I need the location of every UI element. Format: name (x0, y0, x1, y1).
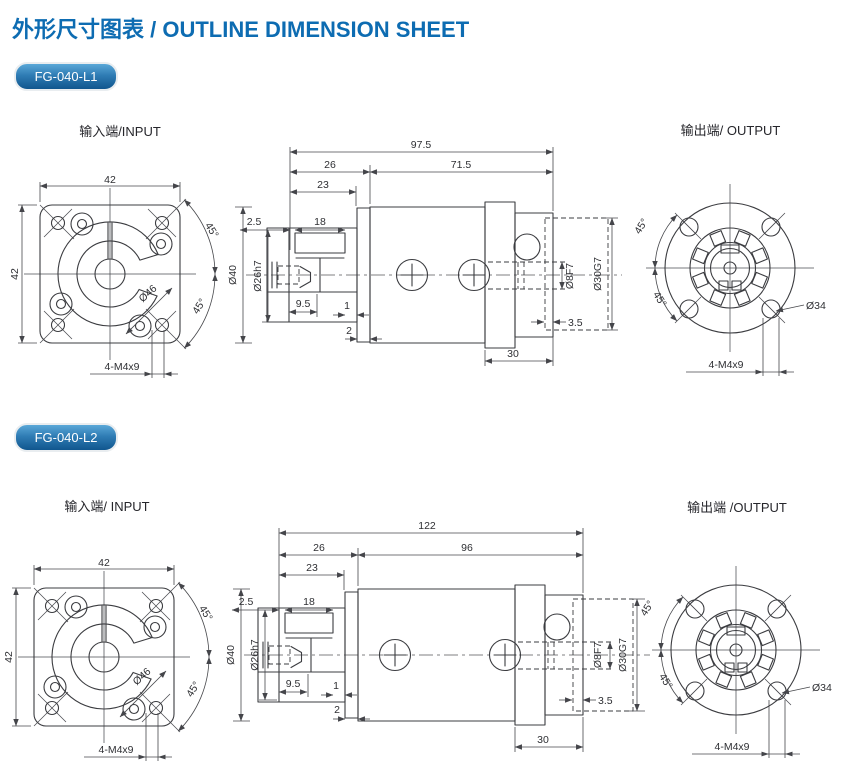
dim-label: 30 (507, 348, 519, 360)
dim-label: 45° (632, 216, 651, 236)
dim-label: 96 (461, 542, 473, 554)
dim-label: Ø40 (227, 265, 239, 285)
page-title: 外形尺寸图表 / OUTLINE DIMENSION SHEET (12, 17, 470, 42)
dim-label: Ø46 (137, 283, 160, 305)
model-badge-l2: FG-040-L2 (14, 423, 118, 452)
dim-label: 45° (656, 671, 675, 691)
dim-label: Ø30G7 (592, 257, 604, 291)
dim-label: 18 (314, 216, 326, 228)
dim-label: 45° (650, 289, 669, 309)
dim-label: Ø40 (225, 645, 237, 665)
dim-label: Ø30G7 (617, 638, 629, 672)
dim-label: 42 (3, 651, 15, 663)
model-badge-l1: FG-040-L1 (14, 62, 118, 91)
dim-label: 2.5 (247, 216, 262, 228)
dim-label: Ø8F7 (592, 642, 604, 668)
l2-output-view: 45° 45° Ø34 4-M4x9 (638, 566, 832, 758)
dim-label: 2 (334, 704, 340, 716)
dim-label: 45° (202, 220, 221, 240)
dim-label: 2 (346, 325, 352, 337)
l2-input-view: 42 42 Ø46 45° 45° 4-M4x9 (3, 557, 215, 761)
dim-label: 30 (537, 734, 549, 746)
dim-label: 1 (333, 680, 339, 692)
dim-label: 42 (98, 557, 110, 569)
dim-label: 9.5 (286, 678, 301, 690)
dim-label: 4-M4x9 (708, 359, 743, 371)
dim-label: 3.5 (598, 695, 613, 707)
dim-label: Ø34 (806, 300, 826, 312)
dim-label: Ø26h7 (252, 260, 264, 292)
dim-label: 23 (306, 562, 318, 574)
dim-label: Ø8F7 (564, 263, 576, 289)
l1-input-view: 42 42 Ø46 45° 45° 4-M4x9 (9, 174, 221, 378)
input-label-l2: 输入端/ INPUT (64, 499, 150, 514)
output-label-l1: 输出端/ OUTPUT (680, 123, 781, 138)
l1-side-view: 97.5 26 71.5 23 2.5 18 Ø40 Ø26h7 9.5 1 2… (227, 139, 622, 366)
dim-label: Ø46 (131, 666, 154, 688)
l1-output-view: 45° 45° Ø34 4-M4x9 (632, 184, 826, 376)
dim-label: 45° (638, 598, 657, 618)
dim-label: Ø34 (812, 682, 832, 694)
dim-label: 4-M4x9 (98, 744, 133, 756)
dim-label: 26 (324, 159, 336, 171)
dim-label: 45° (190, 296, 209, 316)
dim-label: 122 (418, 520, 436, 532)
dim-label: 2.5 (239, 596, 254, 608)
dim-label: 4-M4x9 (104, 361, 139, 373)
dim-label: 97.5 (411, 139, 432, 151)
dim-label: 3.5 (568, 317, 583, 329)
section-l1-drawings: 42 42 Ø46 45° 45° 4-M4x9 (9, 139, 826, 378)
dim-label: 4-M4x9 (714, 741, 749, 753)
dim-label: 42 (104, 174, 116, 186)
section-l2-drawings: 42 42 Ø46 45° 45° 4-M4x9 (3, 520, 832, 761)
dim-label: 9.5 (296, 298, 311, 310)
output-label-l2: 输出端 /OUTPUT (687, 500, 787, 515)
dim-label: 45° (184, 679, 203, 699)
input-label-l1: 输入端/INPUT (79, 124, 161, 139)
dim-label: 26 (313, 542, 325, 554)
dim-label: 71.5 (451, 159, 472, 171)
dim-label: Ø26h7 (249, 639, 261, 671)
dim-label: 18 (303, 596, 315, 608)
dim-label: 45° (196, 603, 215, 623)
dim-label: 23 (317, 179, 329, 191)
dim-label: 42 (9, 268, 21, 280)
dim-label: 1 (344, 300, 350, 312)
l2-side-view: 122 26 96 23 2.5 18 Ø40 Ø26h7 9.5 1 2 30… (225, 520, 650, 752)
